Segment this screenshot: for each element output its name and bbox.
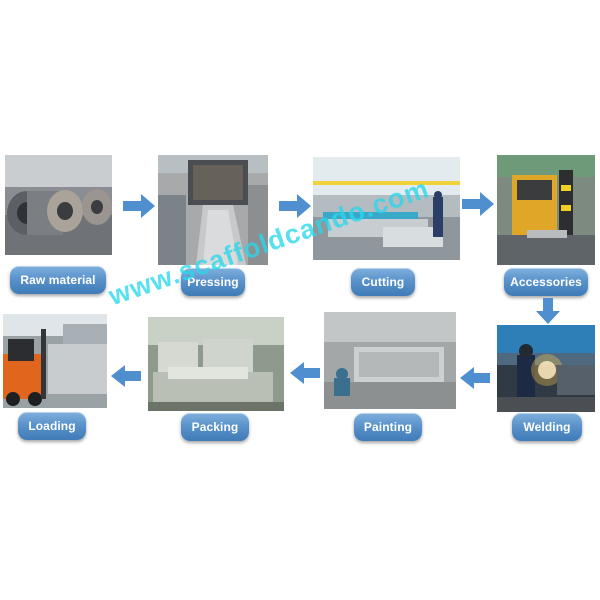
cutting-photo [313,157,460,260]
arrow-left-icon [460,367,490,389]
painting-photo [324,312,456,409]
step-label-raw-material: Raw material [10,266,106,294]
step-label-pressing: Pressing [181,268,245,296]
arrow-left-icon [290,362,320,384]
loading-photo [3,314,107,408]
step-label-packing: Packing [181,413,249,441]
accessories-photo [497,155,595,265]
arrow-right-icon [279,194,311,218]
arrow-right-icon [462,192,494,216]
step-label-accessories: Accessories [504,268,588,296]
step-label-loading: Loading [18,412,86,440]
arrow-left-icon [111,365,141,387]
arrow-right-icon [123,194,155,218]
step-label-welding: Welding [512,413,582,441]
pressing-photo [158,155,268,265]
raw-material-photo [5,155,112,255]
step-label-painting: Painting [354,413,422,441]
arrow-down-icon [536,298,560,324]
packing-photo [148,317,284,411]
welding-photo [497,325,595,412]
step-label-cutting: Cutting [351,268,415,296]
